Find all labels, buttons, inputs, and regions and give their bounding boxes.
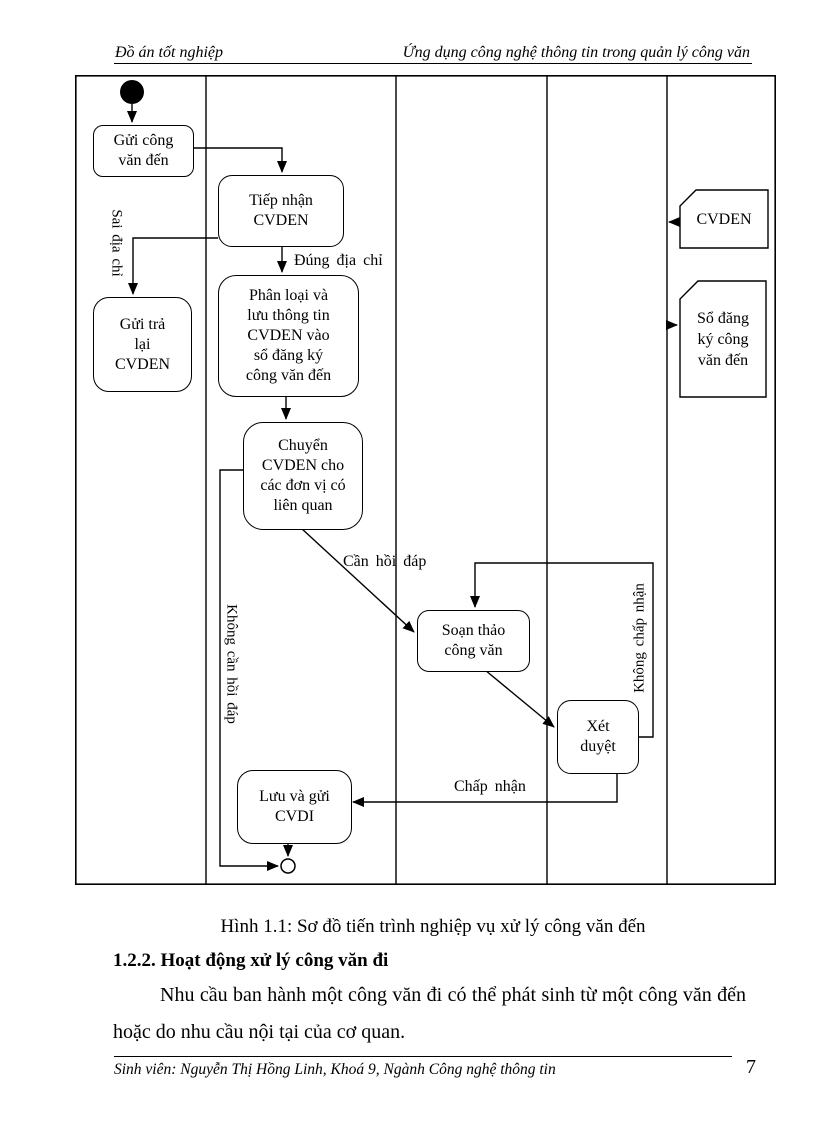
figure-caption: Hình 1.1: Sơ đồ tiến trình nghiệp vụ xử …	[220, 916, 646, 937]
header-left-title: Đồ án tốt nghiệp	[115, 44, 223, 61]
header-rule	[114, 63, 752, 64]
edge-label-khong-can-hoi-dap: Không cần hồi đáp	[223, 604, 240, 724]
node-phan-loai-luu-thong-tin: Phân loại và lưu thông tin CVDEN vào sổ …	[218, 275, 359, 397]
edge-label-dung-dia-chi: Đúng địa chỉ	[294, 252, 383, 269]
node-gui-tra-lai-cvden: Gửi trả lại CVDEN	[93, 297, 192, 392]
header-right-title: Ứng dụng công nghệ thông tin trong quản …	[402, 44, 750, 61]
node-tiep-nhan-cvden: Tiếp nhận CVDEN	[218, 175, 344, 247]
swimlane-frame	[75, 75, 776, 885]
edge-khong-chap-nhan-loop	[470, 562, 654, 738]
footer-text: Sinh viên: Nguyễn Thị Hồng Linh, Khoá 9,…	[114, 1061, 556, 1078]
activity-diagram: Gửi công văn đến Tiếp nhận CVDEN Gửi trả…	[75, 75, 776, 885]
edge-label-sai-dia-chi: Sai địa chỉ	[108, 209, 125, 277]
node-luu-va-gui-cvdi: Lưu và gửi CVDI	[237, 770, 352, 844]
edge-khong-can-hoi-dap	[219, 469, 279, 871]
edge-label-chap-nhan: Chấp nhận	[454, 778, 526, 795]
edge-sai-dia-chi	[128, 237, 218, 295]
document-label-so-dang-ky: Sổ đăng ký công văn đến	[697, 309, 749, 369]
document-shape-cvden	[679, 189, 769, 249]
diagram-canvas	[75, 75, 776, 885]
node-xet-duyet: Xét duyệt	[557, 700, 639, 774]
end-node	[280, 858, 296, 874]
body-paragraph: Nhu cầu ban hành một công văn đi có thể …	[113, 984, 746, 1043]
node-soan-thao-cong-van: Soạn thảo công văn	[417, 610, 530, 672]
page-number: 7	[746, 1056, 756, 1078]
section-heading: 1.2.2. Hoạt động xử lý công văn đi	[113, 950, 389, 971]
edge-soan-thao-to-xet-duyet	[484, 669, 555, 728]
edge-can-hoi-dap	[300, 527, 415, 633]
footer-rule	[114, 1056, 732, 1057]
start-node	[120, 80, 144, 104]
node-chuyen-cvden: Chuyển CVDEN cho các đơn vị có liên quan	[243, 422, 363, 530]
node-gui-cong-van-den: Gửi công văn đến	[93, 125, 194, 177]
edge-label-khong-chap-nhan: Không chấp nhận	[631, 583, 648, 693]
edge-label-can-hoi-dap: Cần hồi đáp	[343, 553, 427, 570]
edge-gui-cong-van-den-to-tiep-nhan	[192, 147, 287, 173]
document-label-cvden: CVDEN	[696, 210, 752, 228]
document-shape-so-dang-ky	[679, 280, 767, 398]
edge-chap-nhan	[352, 772, 618, 807]
